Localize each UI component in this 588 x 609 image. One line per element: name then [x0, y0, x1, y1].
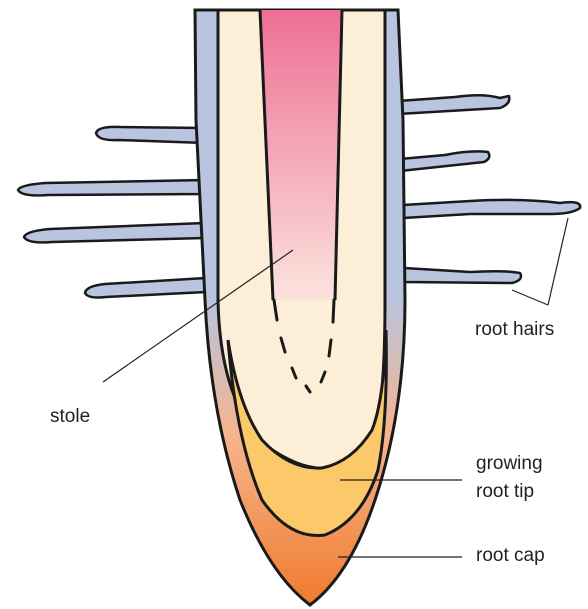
root-hair	[24, 223, 205, 242]
root-hairs-left	[18, 127, 206, 298]
root-hair	[398, 95, 509, 114]
label-root-hairs: root hairs	[475, 319, 554, 340]
label-stole: stole	[50, 406, 90, 427]
root-hairs-right	[398, 95, 580, 283]
root-hairs-leader-line-1	[512, 290, 548, 305]
label-root-cap: root cap	[476, 545, 545, 566]
root-hair	[18, 180, 205, 195]
root-hair	[96, 127, 205, 143]
label-growing: growing	[476, 453, 543, 474]
root-hair	[400, 151, 489, 171]
label-root-tip: root tip	[476, 481, 534, 502]
root-hair	[85, 278, 206, 298]
root-hairs-leader-line-2	[548, 218, 568, 305]
root-hair	[403, 200, 580, 218]
root-hair	[404, 268, 521, 283]
